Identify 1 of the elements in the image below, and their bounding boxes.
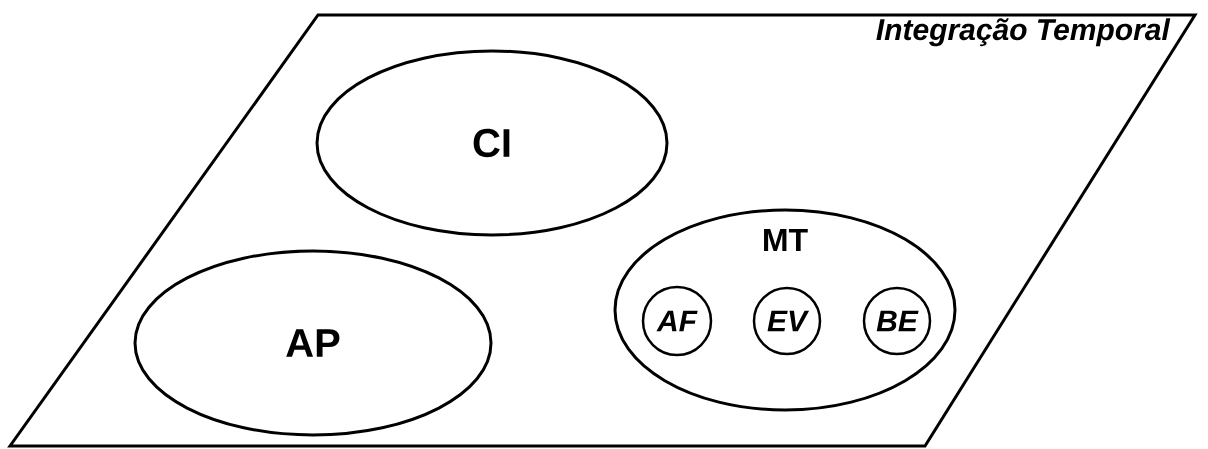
heading: Integração Temporal	[876, 18, 1171, 47]
